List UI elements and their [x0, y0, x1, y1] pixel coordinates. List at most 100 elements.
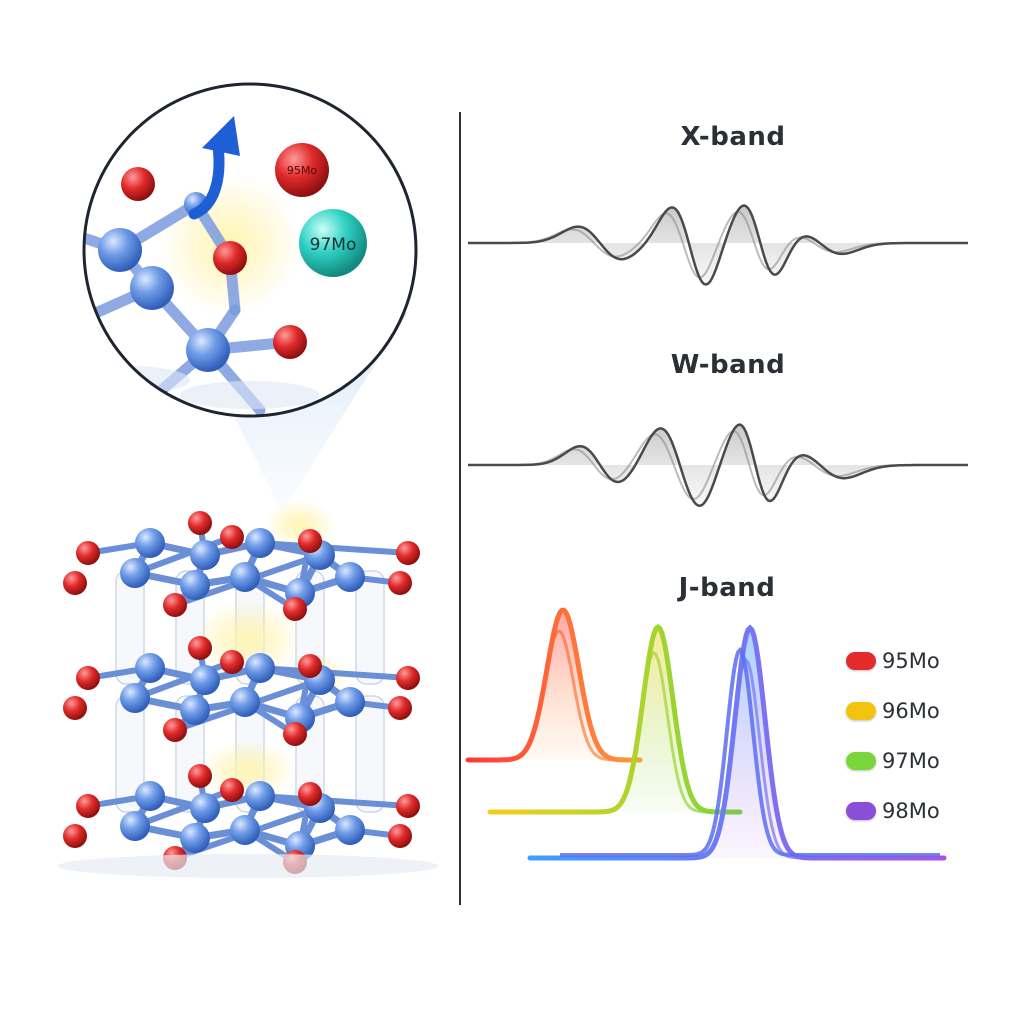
metal-atom [230, 815, 260, 845]
oxygen-atom [283, 597, 307, 621]
metal-atom [190, 540, 220, 570]
lattice-bond [132, 534, 235, 576]
metal-atom [180, 570, 210, 600]
oxygen-atom [188, 764, 212, 788]
metal-atom [190, 665, 220, 695]
spin-arrow-icon [188, 140, 225, 220]
legend-label: 95Mo [882, 649, 940, 673]
w-band-spectrum [468, 423, 968, 507]
lattice-bond [257, 540, 411, 556]
oxygen-atom [220, 778, 244, 802]
oxygen-atom [220, 525, 244, 549]
oxygen-atom [388, 824, 412, 848]
lattice-bond [132, 659, 235, 701]
oxygen-atom [298, 782, 322, 806]
oxygen-atom [220, 650, 244, 674]
metal-atom [120, 811, 150, 841]
j-band-spectrum [465, 607, 947, 861]
j-band-peak-echo [500, 650, 740, 814]
lattice-bond [132, 787, 235, 829]
inset-metal-atom [186, 328, 230, 372]
inset-metal-atom [130, 266, 174, 310]
metal-atom [135, 528, 165, 558]
oxygen-atom [283, 722, 307, 746]
legend-swatch-green [846, 752, 876, 770]
x-band-title: X-band [680, 122, 786, 152]
legend-swatch-purple [846, 802, 876, 820]
legend-item-95mo: 95Mo [846, 636, 1006, 686]
metal-atom [135, 653, 165, 683]
j-band-peak-echo [478, 629, 640, 762]
inset-atoms [98, 167, 307, 372]
oxygen-atom [388, 571, 412, 595]
lattice-pillar [355, 695, 385, 813]
lattice-pillar [355, 570, 385, 685]
j-band-peak [560, 646, 940, 857]
w-band-title: W-band [670, 350, 786, 380]
metal-atom [335, 562, 365, 592]
lattice-bond [257, 793, 411, 809]
metal-atom [135, 781, 165, 811]
arrowhead-icon [202, 116, 240, 156]
legend-label: 98Mo [882, 799, 940, 823]
oxygen-atom [163, 593, 187, 617]
metal-atom [180, 823, 210, 853]
inset-oxygen-atom [213, 241, 247, 275]
layered-crystal-lattice [58, 500, 438, 878]
metal-atom [335, 815, 365, 845]
oxygen-atom [76, 794, 100, 818]
oxygen-atom [396, 794, 420, 818]
j-band-peak-fill [530, 628, 945, 858]
oxygen-atom [396, 541, 420, 565]
oxygen-atom [63, 696, 87, 720]
zoom-inset: 95Mo 97Mo [82, 82, 418, 418]
metal-atom [245, 528, 275, 558]
j-band-peak-fill [490, 627, 740, 812]
legend-swatch-yellow [846, 702, 876, 720]
legend-item-98mo: 98Mo [846, 786, 1006, 836]
oxygen-atom [76, 666, 100, 690]
red-isotope-atom [275, 143, 329, 197]
inset-oxygen-atom [121, 167, 155, 201]
legend-item-96mo: 96Mo [846, 686, 1006, 736]
metal-atom [120, 558, 150, 588]
legend-label: 97Mo [882, 749, 940, 773]
oxygen-atom [388, 696, 412, 720]
isotope-legend: 95Mo 96Mo 97Mo 98Mo [846, 636, 1006, 836]
metal-atom [230, 687, 260, 717]
legend-swatch-red [846, 652, 876, 670]
oxygen-atom [396, 666, 420, 690]
inset-metal-atom [98, 228, 142, 272]
inset-oxygen-atom [273, 325, 307, 359]
lattice-bond [257, 665, 411, 681]
metal-atom [190, 793, 220, 823]
oxygen-atom [298, 654, 322, 678]
legend-item-97mo: 97Mo [846, 736, 1006, 786]
inset-ghost [180, 381, 320, 409]
oxygen-atom [298, 529, 322, 553]
oxygen-atom [63, 824, 87, 848]
j-band-peak-fill [468, 610, 640, 760]
j-band-title: J-band [678, 573, 776, 603]
teal-isotope-label: 97Mo [310, 235, 357, 255]
red-isotope-label: 95Mo [287, 164, 317, 177]
metal-atom [335, 687, 365, 717]
metal-atom [245, 653, 275, 683]
legend-label: 96Mo [882, 699, 940, 723]
x-band-spectrum [468, 204, 968, 286]
metal-atom [120, 683, 150, 713]
oxygen-atom [76, 541, 100, 565]
j-band-peak-echo [540, 657, 944, 860]
metal-atom [180, 695, 210, 725]
oxygen-atom [63, 571, 87, 595]
oxygen-atom [163, 718, 187, 742]
metal-atom [230, 562, 260, 592]
lattice-shadow [58, 854, 438, 878]
inset-ghost [84, 366, 190, 394]
teal-isotope-atom [299, 209, 367, 277]
metal-atom [245, 781, 275, 811]
oxygen-atom [188, 636, 212, 660]
j-band-peak [487, 623, 743, 815]
oxygen-atom [188, 511, 212, 535]
